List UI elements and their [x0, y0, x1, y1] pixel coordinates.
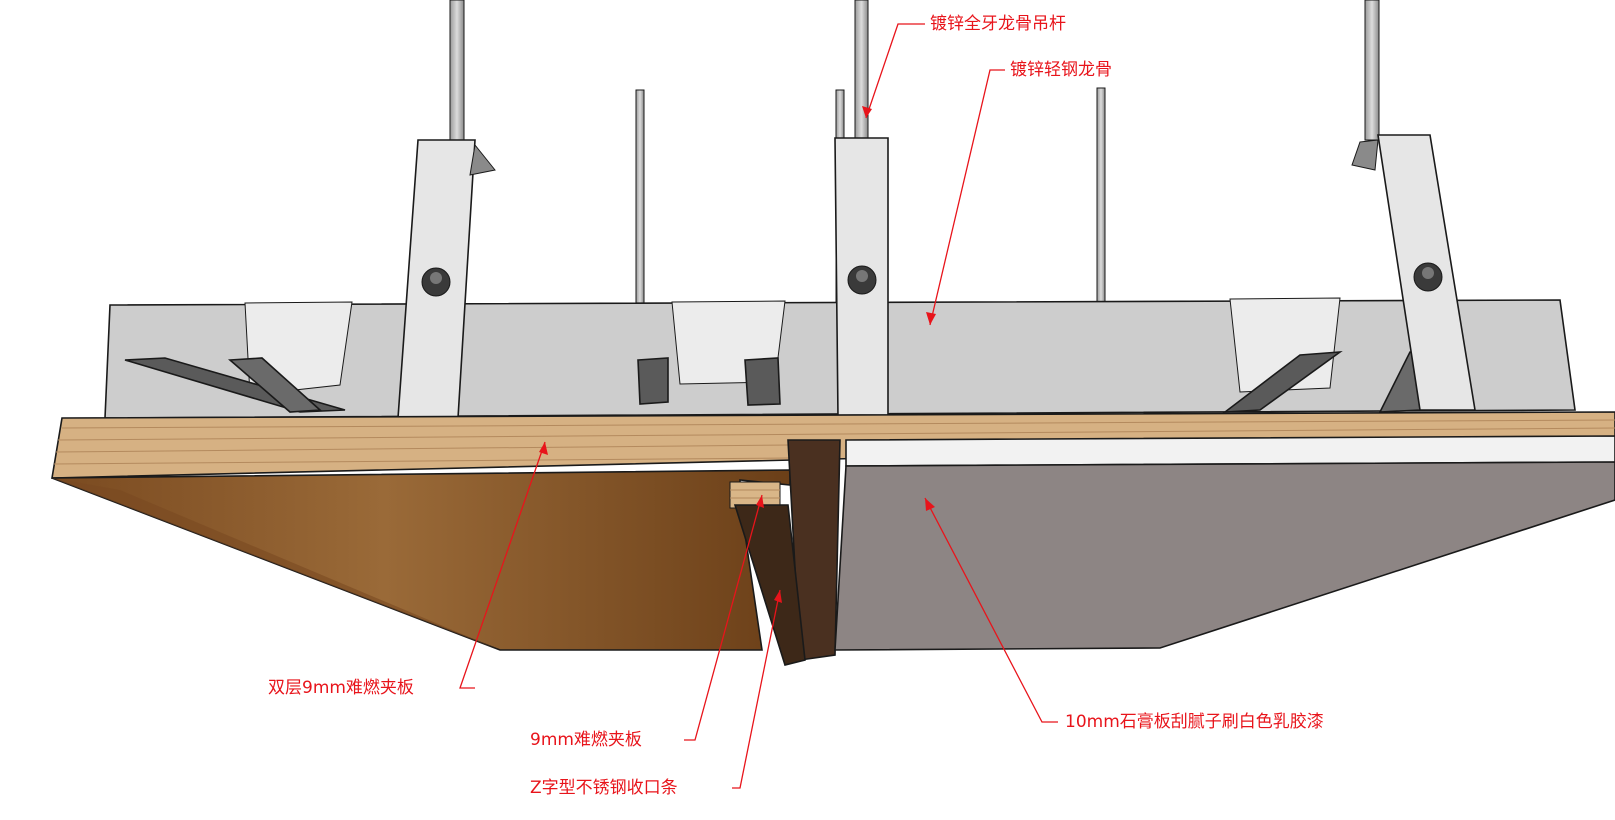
hanger-rods	[449, 0, 1380, 306]
c-channels	[124, 349, 1452, 413]
single-plywood-board	[729, 481, 781, 509]
gypsum-board	[834, 435, 1615, 651]
label-light-steel-keel: 镀锌轻钢龙骨	[1010, 60, 1112, 80]
label-hanger-rod: 镀锌全牙龙骨吊杆	[930, 14, 1066, 34]
leader-lines	[459, 23, 1058, 789]
label-gypsum-board: 10mm石膏板刮腻子刷白色乳胶漆	[1065, 712, 1324, 732]
label-single-plywood: 9mm难燃夹板	[530, 730, 642, 750]
hanger-brackets	[397, 134, 1476, 419]
label-double-plywood: 双层9mm难燃夹板	[268, 678, 414, 698]
label-z-trim: Z字型不锈钢收口条	[530, 778, 678, 798]
double-plywood-board	[51, 469, 791, 651]
z-trim	[733, 439, 841, 666]
